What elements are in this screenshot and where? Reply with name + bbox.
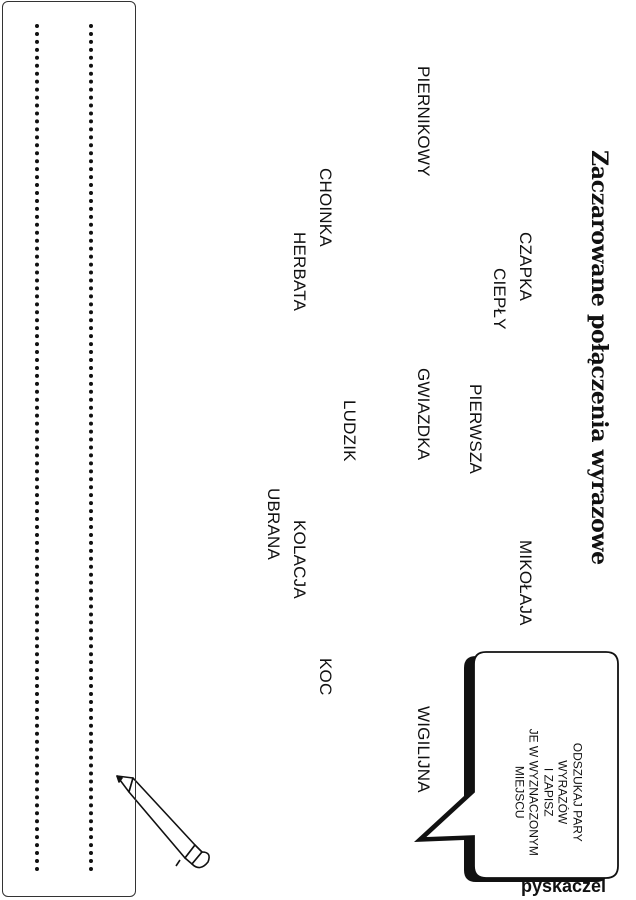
speech-bubble-icon	[414, 651, 619, 882]
instructions-line-2: WYRAZÓW	[555, 760, 570, 825]
brand-logo: pyskaczel	[521, 876, 607, 896]
instructions-line-5: MIEJSCU	[512, 765, 527, 819]
instructions-line-4: JE W WYZNACZONYM	[526, 728, 541, 856]
pencil-icon	[116, 775, 210, 869]
answer-line-2[interactable]	[89, 24, 93, 872]
instructions-line-1: ODSZUKAJ PARY	[570, 742, 585, 842]
instructions-text: ODSZUKAJ PARY WYRAZÓW I ZAPISZ JE W WYZN…	[512, 692, 585, 892]
answer-box	[2, 1, 136, 897]
answer-line-1[interactable]	[35, 24, 39, 872]
instructions-line-3: I ZAPISZ	[541, 767, 556, 817]
